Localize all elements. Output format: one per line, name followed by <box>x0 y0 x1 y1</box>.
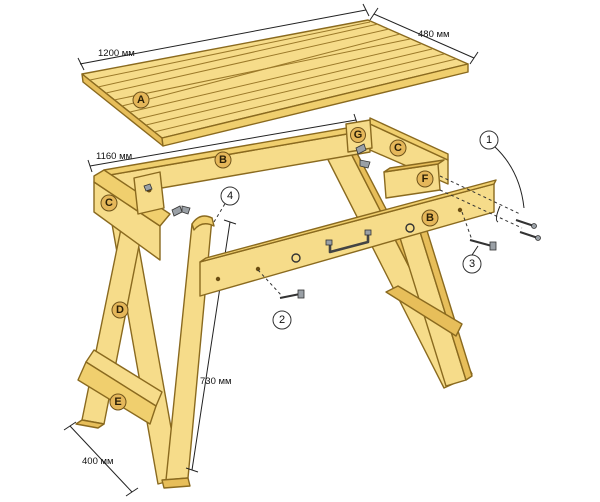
dimension-top-length: 1200 мм <box>77 3 370 71</box>
alignment-line <box>461 211 473 241</box>
bolt-2-icon <box>279 289 305 299</box>
front-swing-leg <box>161 215 215 489</box>
fastener-number-1: 1 <box>486 134 492 146</box>
bolt-3-icon <box>469 239 497 251</box>
label-badge-b-back <box>214 151 232 169</box>
label-g: G <box>354 129 363 141</box>
label-c-right: C <box>394 142 402 154</box>
back-stretcher <box>385 285 463 337</box>
left-pivot-block <box>133 171 165 215</box>
alignment-line <box>213 201 227 223</box>
base-width-label: 400 мм <box>82 456 114 467</box>
fastener-number-2-badge <box>272 310 292 330</box>
wing-nut-icon <box>143 143 371 217</box>
fastener-number-3: 3 <box>469 258 475 270</box>
handle-icon <box>325 229 372 254</box>
label-badge-a <box>132 91 150 109</box>
fastener-number-2: 2 <box>279 314 285 326</box>
fastener-number-1-badge <box>479 130 499 150</box>
label-e: E <box>114 396 121 408</box>
top-length-label: 1200 мм <box>98 48 135 59</box>
frame-length-label: 1160 мм <box>96 151 132 162</box>
label-badge-g <box>350 127 366 143</box>
label-badge-c-right <box>389 139 407 157</box>
bolt-1-icon <box>515 219 541 241</box>
hook-icon <box>291 223 415 263</box>
table-top-a <box>81 19 469 147</box>
alignment-line <box>439 175 521 215</box>
label-d: D <box>116 304 124 316</box>
fastener-number-4-badge <box>220 186 240 206</box>
stretcher-e <box>77 349 163 425</box>
label-f: F <box>422 173 429 185</box>
label-badge-f <box>416 170 434 188</box>
label-badge-b-front <box>421 209 439 227</box>
label-a: A <box>137 94 145 106</box>
fastener-number-4: 4 <box>227 190 233 202</box>
label-badge-e <box>109 393 127 411</box>
frame-rail-front-b <box>199 179 497 297</box>
label-badge-c-left <box>100 194 118 212</box>
height-label: 730 мм <box>200 376 232 387</box>
label-badge-d <box>111 301 129 319</box>
dimension-top-width: 480 мм <box>369 7 479 65</box>
label-c-left: C <box>105 197 113 209</box>
label-b-back: B <box>219 154 227 166</box>
dimension-base-width: 400 мм <box>63 421 139 497</box>
top-width-label: 480 мм <box>418 29 450 40</box>
block-f <box>383 159 445 199</box>
label-b-front: B <box>426 212 434 224</box>
